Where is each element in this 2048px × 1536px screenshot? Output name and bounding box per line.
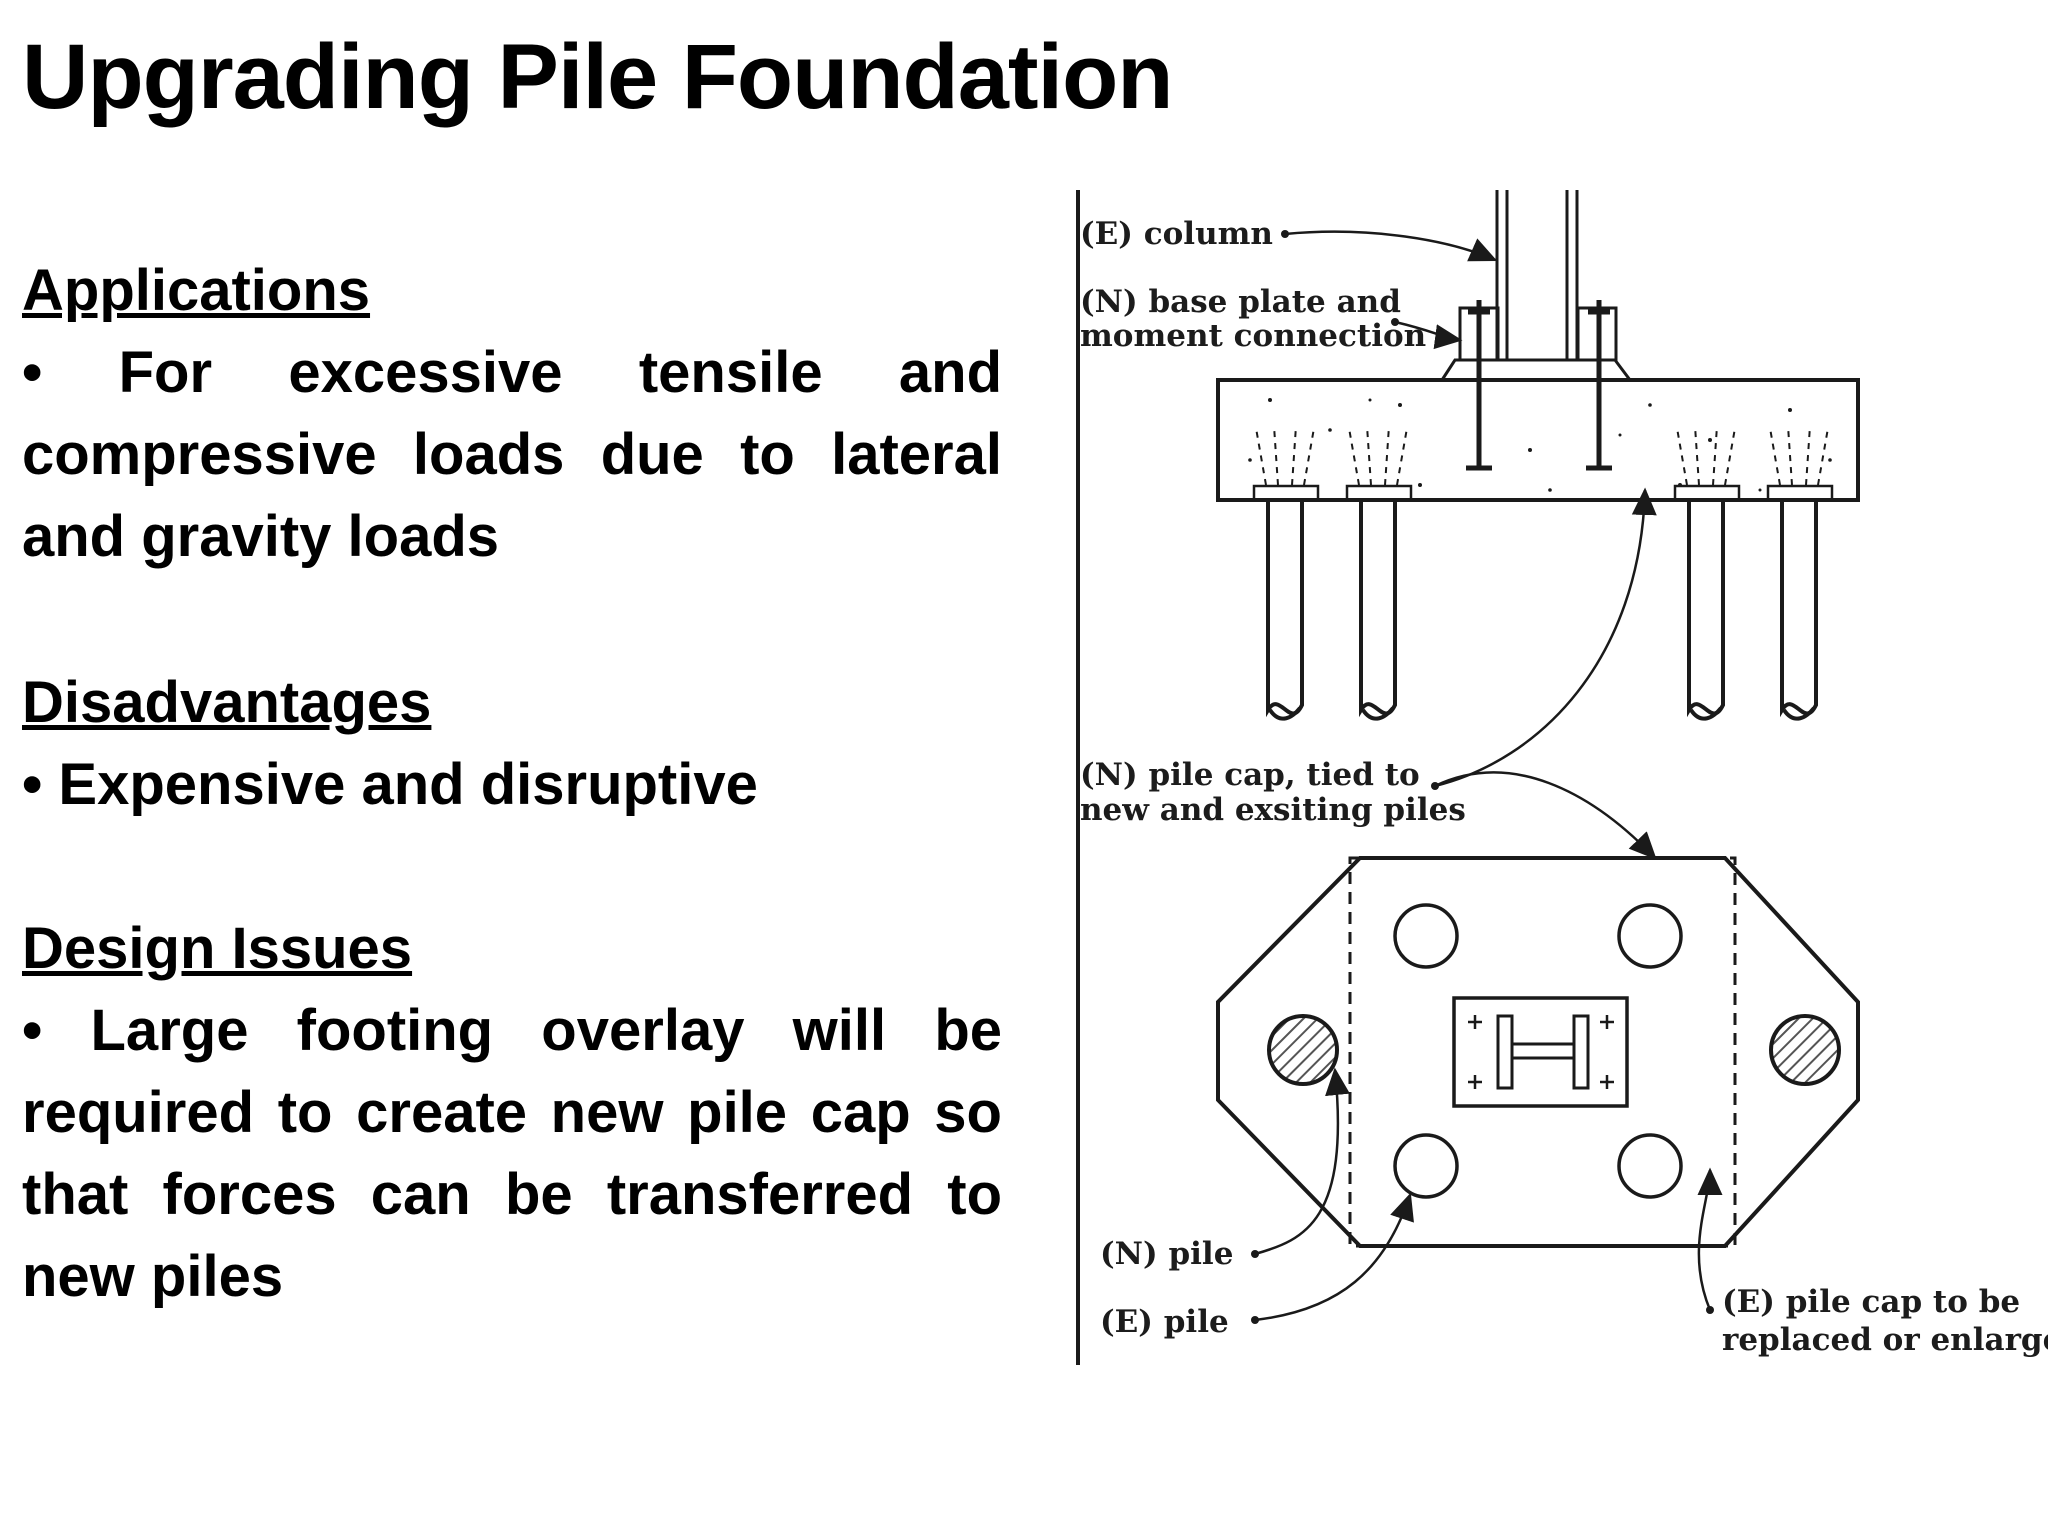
leader-base-plate bbox=[1394, 320, 1463, 350]
design-issues-text: • Large footing overlay will be required… bbox=[22, 998, 1002, 1309]
pile-foundation-diagram: (E) column (N) base plate and moment con… bbox=[1070, 190, 2048, 1380]
label-new-pile: (N) pile bbox=[1100, 1236, 1233, 1272]
label-existing-cap-line2: replaced or enlarged bbox=[1722, 1322, 2048, 1358]
leader-lines bbox=[1254, 230, 1723, 1322]
new-pile-circle bbox=[1393, 1133, 1459, 1199]
existing-pile-cap-outline bbox=[1348, 856, 1737, 1248]
label-base-plate-line2: moment connection bbox=[1080, 318, 1426, 354]
disadvantages-text: • Expensive and disruptive bbox=[22, 752, 758, 817]
new-pile-circle bbox=[1617, 903, 1683, 969]
leader-pile-cap-elev bbox=[1434, 487, 1657, 788]
existing-pile-circle bbox=[1769, 1014, 1841, 1086]
design-issues-heading: Design Issues bbox=[22, 916, 413, 981]
column-shape bbox=[1495, 190, 1579, 370]
applications-text: • For excessive tensile and compressive … bbox=[22, 340, 1002, 569]
pile-cap-elevation bbox=[1216, 378, 1860, 502]
elevation-view bbox=[1216, 190, 1860, 721]
design-issues-section: Design Issues • Large footing overlay wi… bbox=[22, 908, 1002, 1318]
plan-view bbox=[1216, 856, 1860, 1248]
label-pile-cap-line1: (N) pile cap, tied to bbox=[1080, 757, 1420, 793]
concrete-texture bbox=[1248, 398, 1832, 492]
leader-existing-pile bbox=[1254, 1192, 1414, 1322]
diagram-svg: (E) column (N) base plate and moment con… bbox=[1076, 190, 2048, 1365]
piles-elevation bbox=[1266, 500, 1818, 721]
anchor-bolts bbox=[1466, 300, 1612, 471]
label-existing-pile: (E) pile bbox=[1100, 1304, 1229, 1340]
base-plate-plan bbox=[1452, 996, 1629, 1108]
pile-sockets bbox=[1252, 484, 1834, 502]
dowel-marks bbox=[1255, 425, 1829, 486]
leader-new-pile bbox=[1254, 1067, 1350, 1256]
disadvantages-heading: Disadvantages bbox=[22, 670, 432, 735]
slide-title: Upgrading Pile Foundation bbox=[22, 26, 1173, 128]
new-pile-cap-outline bbox=[1216, 856, 1860, 1248]
new-pile-circle bbox=[1617, 1133, 1683, 1199]
base-plate-shape bbox=[1439, 358, 1633, 382]
column-h-section bbox=[1496, 1014, 1590, 1090]
disadvantages-section: Disadvantages • Expensive and disruptive bbox=[22, 662, 1002, 826]
new-pile-circle bbox=[1393, 903, 1459, 969]
bolt-marks bbox=[1468, 1015, 1614, 1089]
label-existing-column: (E) column bbox=[1080, 216, 1273, 252]
existing-pile-circle bbox=[1267, 1014, 1339, 1086]
leader-dots bbox=[1251, 230, 1714, 1324]
applications-heading: Applications bbox=[22, 258, 371, 323]
label-existing-cap-line1: (E) pile cap to be bbox=[1722, 1284, 2020, 1320]
label-pile-cap-line2: new and exsiting piles bbox=[1080, 792, 1466, 828]
label-base-plate-line1: (N) base plate and bbox=[1080, 284, 1401, 320]
applications-section: Applications • For excessive tensile and… bbox=[22, 250, 1002, 578]
leader-column bbox=[1284, 230, 1498, 262]
leader-existing-cap bbox=[1697, 1167, 1723, 1311]
leader-pile-cap-plan bbox=[1434, 771, 1657, 860]
